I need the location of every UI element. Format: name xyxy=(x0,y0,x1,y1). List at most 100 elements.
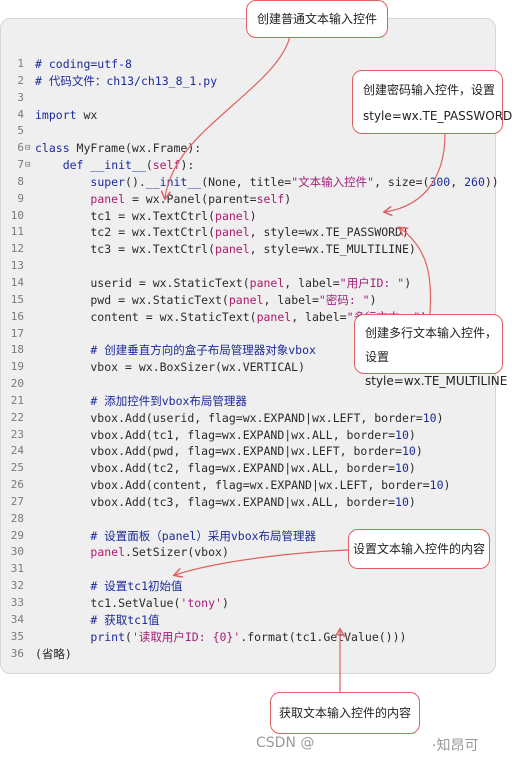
code-token: userid = wx.StaticText( xyxy=(35,275,250,290)
line-number: 2 xyxy=(17,73,24,87)
code-token: ) xyxy=(408,427,416,442)
code-token: tc1.SetValue( xyxy=(35,596,181,610)
code-token: # 创建垂直方向的盒子布局管理器对象vbox xyxy=(90,343,316,358)
callout-set-value: 设置文本输入控件的内容 xyxy=(348,529,490,569)
line-number: 19 xyxy=(10,360,24,374)
code-line: 14 userid = wx.StaticText(panel, label="… xyxy=(1,275,495,292)
code-token: panel xyxy=(215,242,250,257)
code-token: ( xyxy=(145,158,153,173)
fold-icon[interactable]: ⊟ xyxy=(25,143,31,154)
code-text: # 设置面板（panel）采用vbox布局管理器 xyxy=(35,528,316,545)
code-token: # coding=utf-8 xyxy=(35,57,132,71)
code-token: ) xyxy=(404,275,412,290)
line-number: 31 xyxy=(10,562,24,576)
code-token: "密码: " xyxy=(318,292,370,307)
code-text: print('读取用户ID: {0}'.format(tc1.GetValue(… xyxy=(35,629,406,646)
fold-icon[interactable]: ⊟ xyxy=(25,160,31,171)
code-token: 10 xyxy=(395,494,409,509)
line-number: 36 xyxy=(10,646,24,660)
code-token: , xyxy=(450,174,465,189)
code-line: 12 tc3 = wx.TextCtrl(panel, style=wx.TE_… xyxy=(1,241,495,258)
code-token: ( xyxy=(125,629,132,644)
code-line: 19 vbox = wx.BoxSizer(wx.VERTICAL) xyxy=(1,359,495,376)
line-number: 4 xyxy=(17,107,24,121)
code-token: # 代码文件：ch13/ch13_8_1.py xyxy=(35,73,218,88)
code-line: 8 super().__init__(None, title="文本输入控件",… xyxy=(1,174,498,191)
line-number: 24 xyxy=(10,444,24,458)
code-token: panel xyxy=(228,292,264,307)
code-line: 33 tc1.SetValue('tony') xyxy=(1,595,495,612)
line-number: 7 xyxy=(17,158,24,172)
line-number: 17 xyxy=(10,326,24,340)
code-line: 20 xyxy=(1,376,495,393)
code-token: 10 xyxy=(401,444,416,459)
code-token: ) xyxy=(436,410,444,425)
code-line: 4 import wx xyxy=(1,107,495,124)
line-number: 18 xyxy=(10,343,24,357)
code-token: , size=( xyxy=(374,174,430,189)
callout-get-value: 获取文本输入控件的内容 xyxy=(270,692,420,734)
callout-text: 设置style=wx.TE_MULTILINE xyxy=(365,350,508,388)
code-text: # coding=utf-8 xyxy=(35,56,132,73)
line-number: 10 xyxy=(10,208,24,222)
line-number: 26 xyxy=(10,478,24,492)
code-token: panel xyxy=(215,208,250,223)
code-line: 28 xyxy=(1,511,495,528)
code-token: vbox = wx.BoxSizer(wx.VERTICAL) xyxy=(35,360,306,375)
line-number: 35 xyxy=(10,629,24,643)
code-token: "文本输入控件" xyxy=(291,174,375,189)
code-token: panel xyxy=(90,545,126,560)
code-token: 300 xyxy=(429,174,451,189)
code-text: # 添加控件到vbox布局管理器 xyxy=(35,393,247,410)
code-token: '读取用户ID: {0}' xyxy=(131,629,241,644)
code-token xyxy=(35,630,90,644)
code-line: 17 xyxy=(1,326,495,343)
code-token: self xyxy=(152,158,181,173)
code-text: import wx xyxy=(35,107,97,124)
code-token: def xyxy=(62,158,84,173)
code-token: __init__ xyxy=(145,174,202,189)
line-number: 23 xyxy=(10,427,24,441)
code-token: 10 xyxy=(395,427,409,442)
line-number: 34 xyxy=(10,612,24,626)
code-token: ) xyxy=(249,208,257,223)
code-line: 21 # 添加控件到vbox布局管理器 xyxy=(1,393,495,410)
code-token xyxy=(35,529,90,543)
code-line: 25 vbox.Add(tc2, flag=wx.EXPAND|wx.ALL, … xyxy=(1,460,495,477)
code-token: self xyxy=(256,191,285,206)
line-number: 6 xyxy=(17,141,24,155)
code-line: 18 # 创建垂直方向的盒子布局管理器对象vbox xyxy=(1,342,495,359)
code-token: # 设置tc1初始值 xyxy=(90,579,183,594)
code-line: 3 xyxy=(1,90,495,107)
code-token: vbox.Add(userid, flag=wx.EXPAND|wx.LEFT,… xyxy=(35,410,423,425)
code-token: .SetSizer(vbox) xyxy=(125,545,229,560)
code-token: super xyxy=(90,174,126,189)
code-token: panel xyxy=(215,225,250,240)
code-text: # 创建垂直方向的盒子布局管理器对象vbox xyxy=(35,342,316,359)
callout-text: 创建普通文本输入控件 xyxy=(256,12,377,26)
code-text: vbox.Add(tc3, flag=wx.EXPAND|wx.ALL, bor… xyxy=(35,494,415,511)
line-number: 12 xyxy=(10,242,24,256)
code-token xyxy=(35,175,90,189)
code-token: , label= xyxy=(291,309,347,324)
code-line: 34 # 获取tc1值 xyxy=(1,612,495,629)
code-text: vbox.Add(tc2, flag=wx.EXPAND|wx.ALL, bor… xyxy=(35,460,415,477)
code-token: vbox.Add(content, flag=wx.EXPAND|wx.LEFT… xyxy=(35,478,430,493)
line-number: 16 xyxy=(10,309,24,323)
code-line: 26 vbox.Add(content, flag=wx.EXPAND|wx.L… xyxy=(1,477,495,494)
code-line: 7⊟ def __init__(self): xyxy=(1,157,495,174)
line-number: 29 xyxy=(10,528,24,542)
code-token xyxy=(35,192,90,206)
code-text: tc1 = wx.TextCtrl(panel) xyxy=(35,208,257,225)
code-token: ) xyxy=(415,444,423,459)
code-text: vbox = wx.BoxSizer(wx.VERTICAL) xyxy=(35,359,305,376)
line-number: 14 xyxy=(10,275,24,289)
line-number: 28 xyxy=(10,511,24,525)
code-text: pwd = wx.StaticText(panel, label="密码: ") xyxy=(35,292,376,309)
code-text: (省略) xyxy=(35,646,72,663)
code-token xyxy=(35,158,63,172)
line-number: 9 xyxy=(17,191,24,205)
line-number: 30 xyxy=(10,545,24,559)
code-token: print xyxy=(90,629,126,644)
